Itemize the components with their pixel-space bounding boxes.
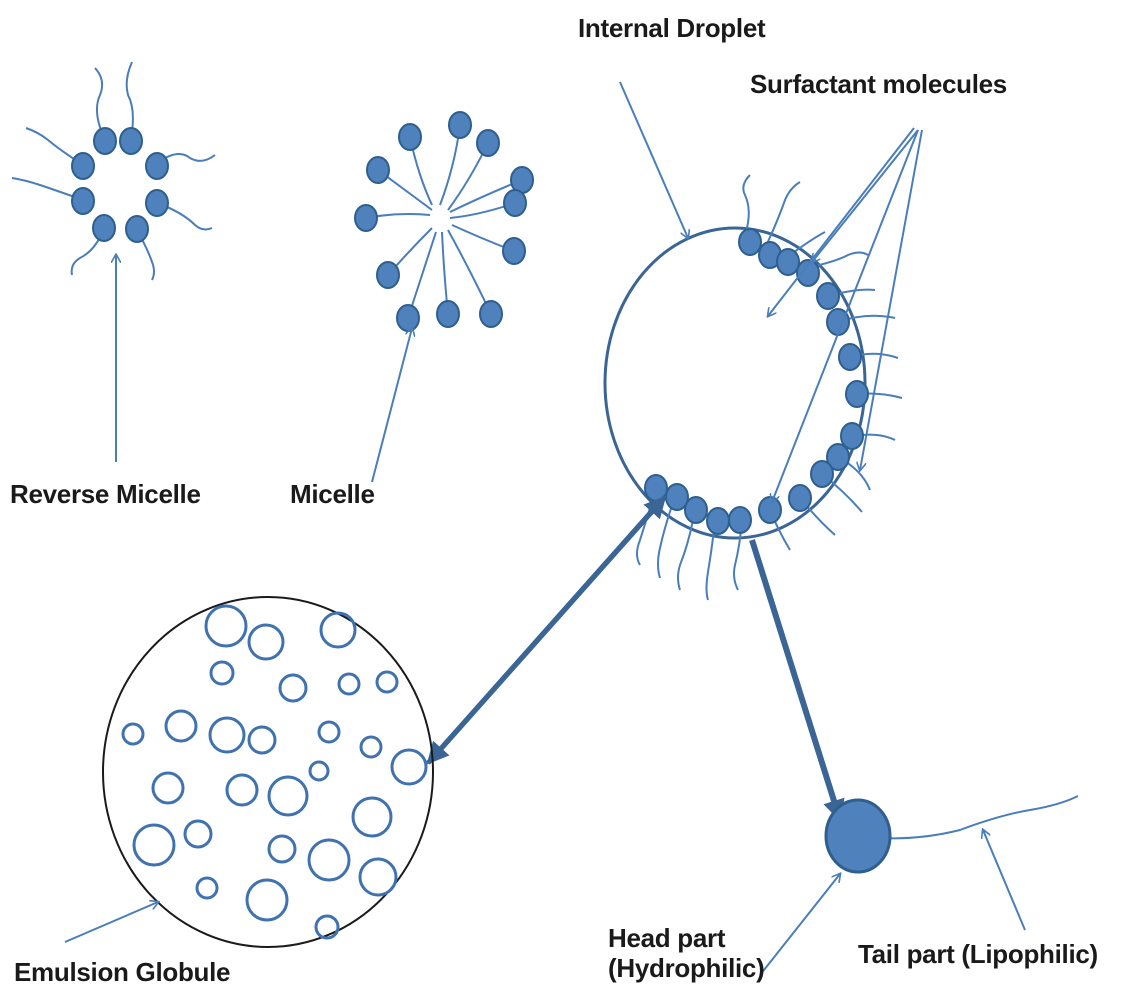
head-part-label: Head part (Hydrophilic) xyxy=(608,924,764,984)
head-part-label-line1: Head part xyxy=(608,924,764,954)
internal-droplet-label: Internal Droplet xyxy=(578,14,765,44)
emulsion-globule-label: Emulsion Globule xyxy=(14,958,230,988)
droplet-to-molecule-arrow xyxy=(752,540,840,820)
droplet-to-globule-arrow-back xyxy=(440,497,665,750)
tail-part-arrow xyxy=(983,830,1025,930)
droplet-heads xyxy=(645,229,868,534)
internal-droplet-circle xyxy=(605,228,865,538)
reverse-micelle-label: Reverse Micelle xyxy=(10,480,201,510)
reverse-micelle-heads xyxy=(72,128,168,242)
tail-part-line xyxy=(880,796,1078,838)
head-part-label-line2: (Hydrophilic) xyxy=(608,954,764,984)
internal-droplet-arrow xyxy=(620,82,688,238)
head-part-arrow xyxy=(760,874,840,975)
micelle xyxy=(366,125,522,318)
micelle-label: Micelle xyxy=(290,480,375,510)
micelle-arrow xyxy=(372,328,412,482)
reverse-micelle xyxy=(12,62,215,280)
surfactant-molecules-label: Surfactant molecules xyxy=(750,70,1007,100)
micelle-heads xyxy=(355,112,533,331)
emulsion-globule-arrow xyxy=(65,902,158,942)
tail-part-label: Tail part (Lipophilic) xyxy=(858,940,1098,970)
emulsion-globule-droplets xyxy=(123,606,426,938)
head-part-circle xyxy=(826,800,890,872)
